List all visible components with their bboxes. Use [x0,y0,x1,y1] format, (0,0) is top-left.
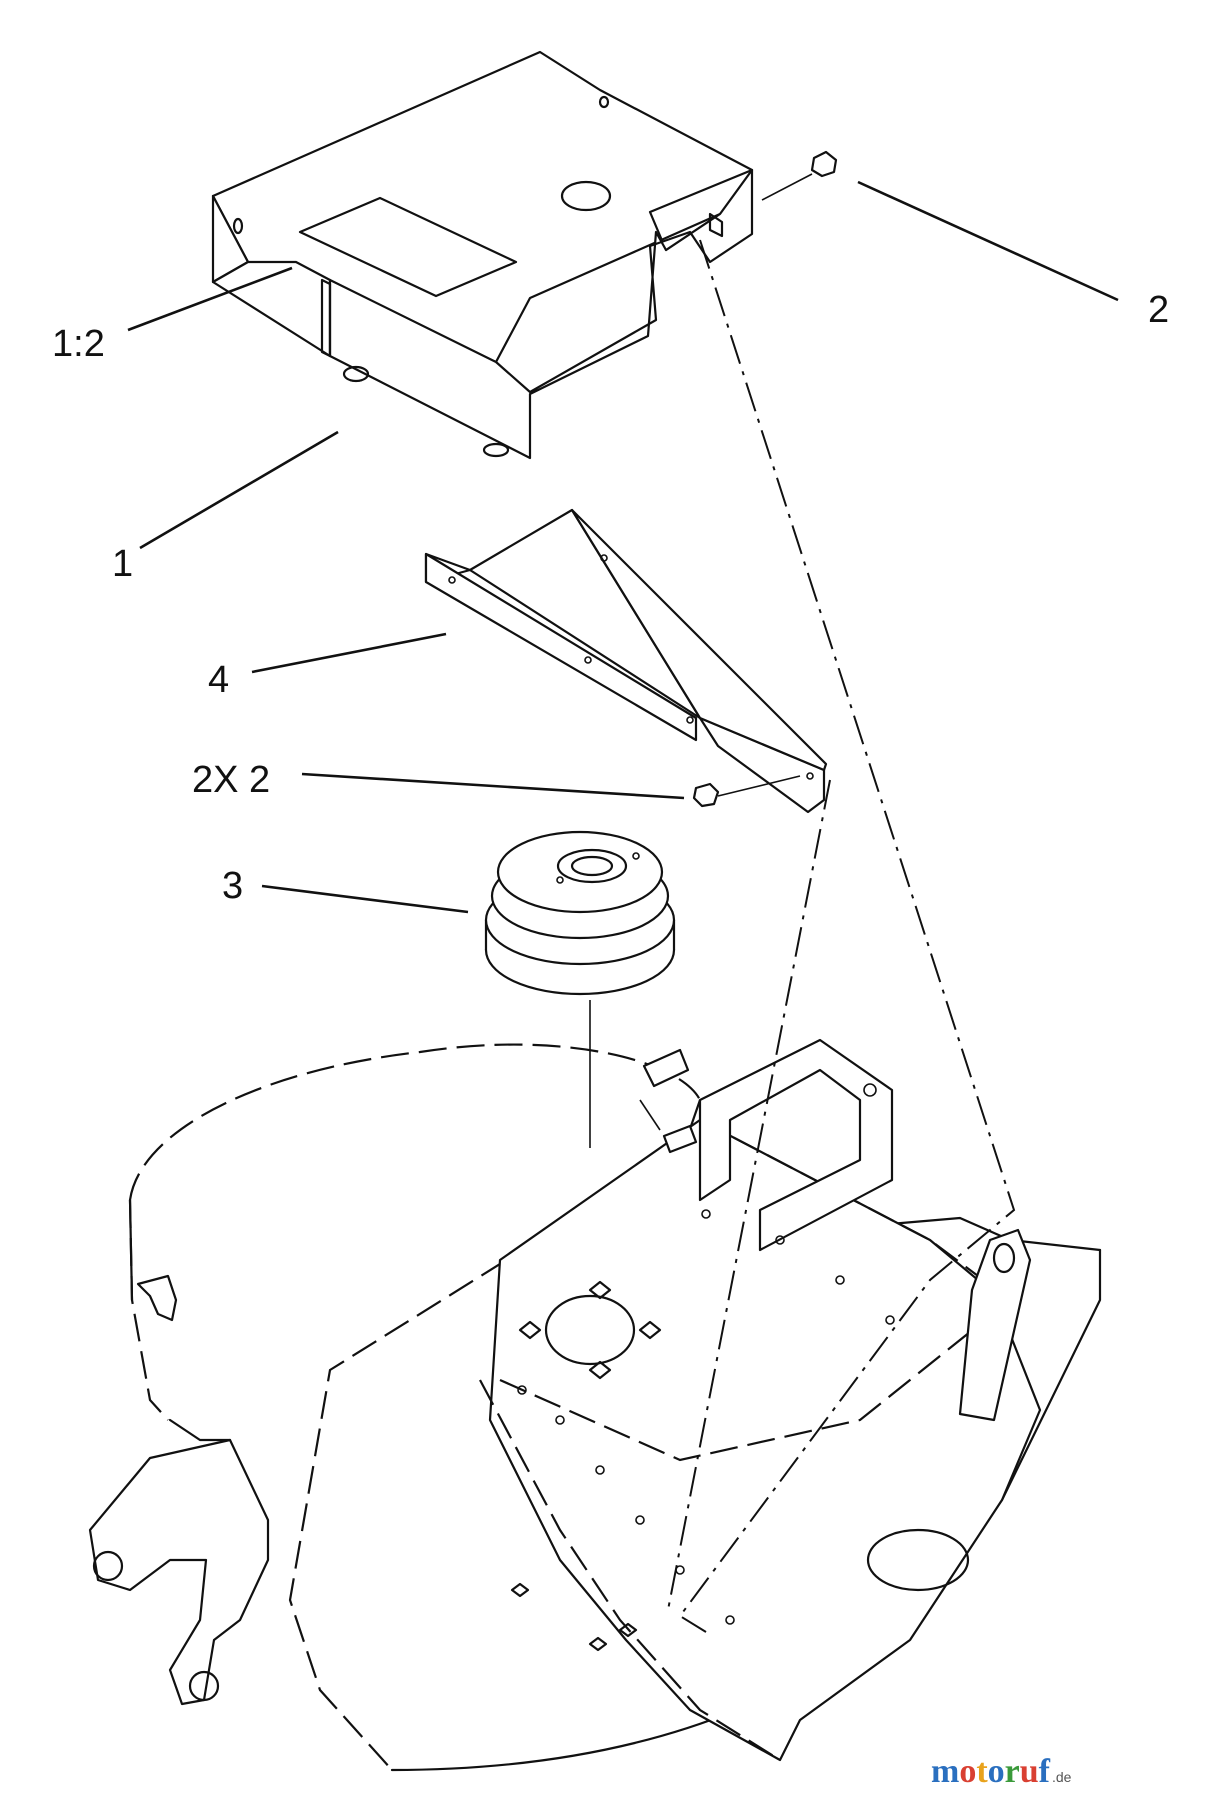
shield-cover-icon [211,50,754,460]
watermark-letter: t [976,1753,988,1790]
clutch-pulley-icon [484,830,676,1148]
bolt-icon [761,150,838,201]
callout-3: 3 [222,865,243,907]
watermark-letter: r [1005,1753,1020,1790]
watermark-letter: u [1020,1753,1039,1790]
assembly-lines [667,239,1016,1633]
mower-deck-outline [88,1038,1102,1772]
watermark-letter: o [959,1753,976,1790]
watermark-letter: m [931,1753,959,1790]
watermark-letter: o [988,1753,1005,1790]
small-bolt-icon [692,775,801,808]
callout-1: 1 [112,543,133,585]
leader-lines [127,180,1119,914]
callout-1-2: 1:2 [52,323,105,365]
watermark-logo: motoruf .de [931,1753,1072,1790]
watermark-suffix: .de [1052,1769,1072,1785]
callout-2x2: 2X 2 [192,759,270,801]
watermark-text: motoruf [931,1753,1051,1790]
callout-4: 4 [208,659,229,701]
watermark-letter: f [1039,1753,1051,1790]
mounting-bracket-icon [424,508,828,814]
callout-2-top: 2 [1148,289,1169,331]
